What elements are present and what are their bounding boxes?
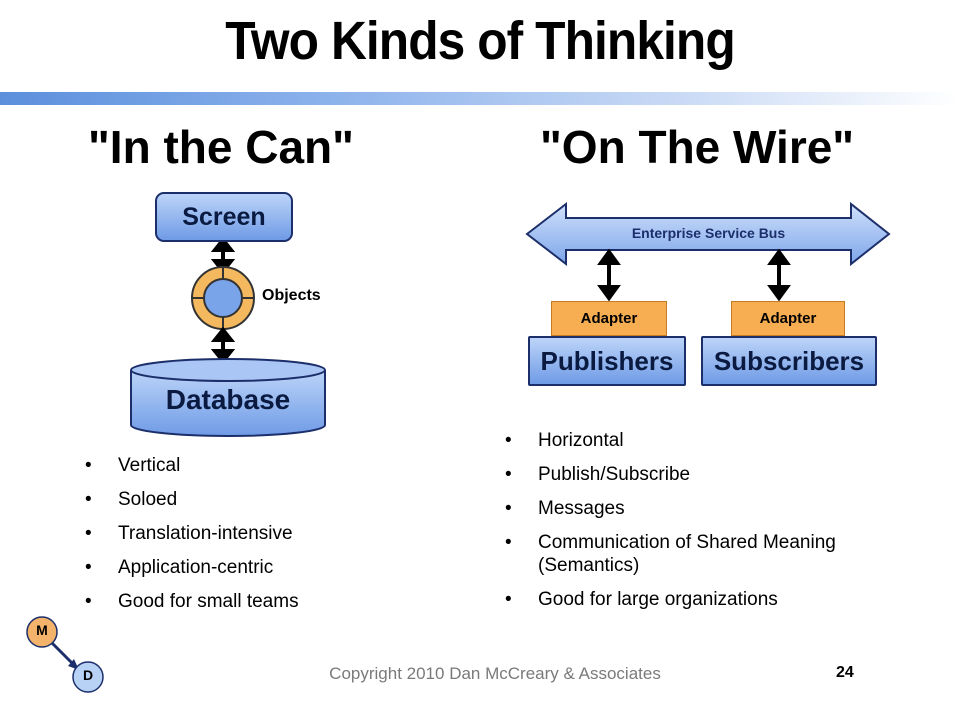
objects-label: Objects bbox=[262, 287, 321, 304]
objects-database-arrow bbox=[210, 326, 236, 365]
left-bullet-list: Vertical Soloed Translation-intensive Ap… bbox=[80, 454, 440, 624]
list-item: Soloed bbox=[80, 488, 440, 511]
subscribers-label: Subscribers bbox=[713, 345, 865, 376]
right-heading: "On The Wire" bbox=[540, 121, 855, 173]
right-bullet-list: Horizontal Publish/Subscribe Messages Co… bbox=[500, 429, 860, 622]
publishers-box: Publishers bbox=[528, 336, 686, 386]
esb-publisher-adapter-arrow bbox=[597, 248, 621, 302]
screen-box: Screen bbox=[155, 192, 293, 242]
logo-m-letter: M bbox=[36, 622, 48, 638]
list-item: Good for large organizations bbox=[500, 588, 860, 611]
esb-label: Enterprise Service Bus bbox=[631, 225, 786, 241]
slide-title: Two Kinds of Thinking bbox=[225, 11, 736, 71]
left-heading: "In the Can" bbox=[88, 121, 354, 173]
list-item: Messages bbox=[500, 497, 860, 520]
logo-d-letter: D bbox=[82, 667, 94, 683]
title-underline-bar bbox=[0, 92, 960, 105]
subscriber-adapter-box: Adapter bbox=[731, 301, 845, 336]
copyright-text: Copyright 2010 Dan McCreary & Associates bbox=[329, 664, 661, 683]
publisher-adapter-label: Adapter bbox=[580, 310, 638, 327]
screen-label: Screen bbox=[182, 202, 266, 231]
subscribers-box: Subscribers bbox=[701, 336, 877, 386]
md-logo bbox=[26, 616, 104, 693]
logo-d-circle bbox=[72, 661, 104, 693]
publisher-adapter-box: Adapter bbox=[551, 301, 667, 336]
list-item: Translation-intensive bbox=[80, 522, 440, 545]
database-label: Database bbox=[165, 384, 291, 415]
list-item: Vertical bbox=[80, 454, 440, 477]
list-item: Publish/Subscribe bbox=[500, 463, 860, 486]
list-item: Communication of Shared Meaning (Semanti… bbox=[500, 531, 860, 577]
list-item: Application-centric bbox=[80, 556, 440, 579]
objects-ring-icon bbox=[191, 266, 255, 330]
enterprise-service-bus-arrow bbox=[525, 201, 891, 267]
subscriber-adapter-label: Adapter bbox=[759, 310, 817, 327]
database-cylinder-icon bbox=[130, 358, 326, 437]
list-item: Good for small teams bbox=[80, 590, 440, 613]
list-item: Horizontal bbox=[500, 429, 860, 452]
logo-m-circle bbox=[26, 616, 58, 648]
publishers-label: Publishers bbox=[540, 345, 674, 376]
esb-subscriber-adapter-arrow bbox=[767, 248, 791, 302]
page-number: 24 bbox=[836, 664, 854, 681]
